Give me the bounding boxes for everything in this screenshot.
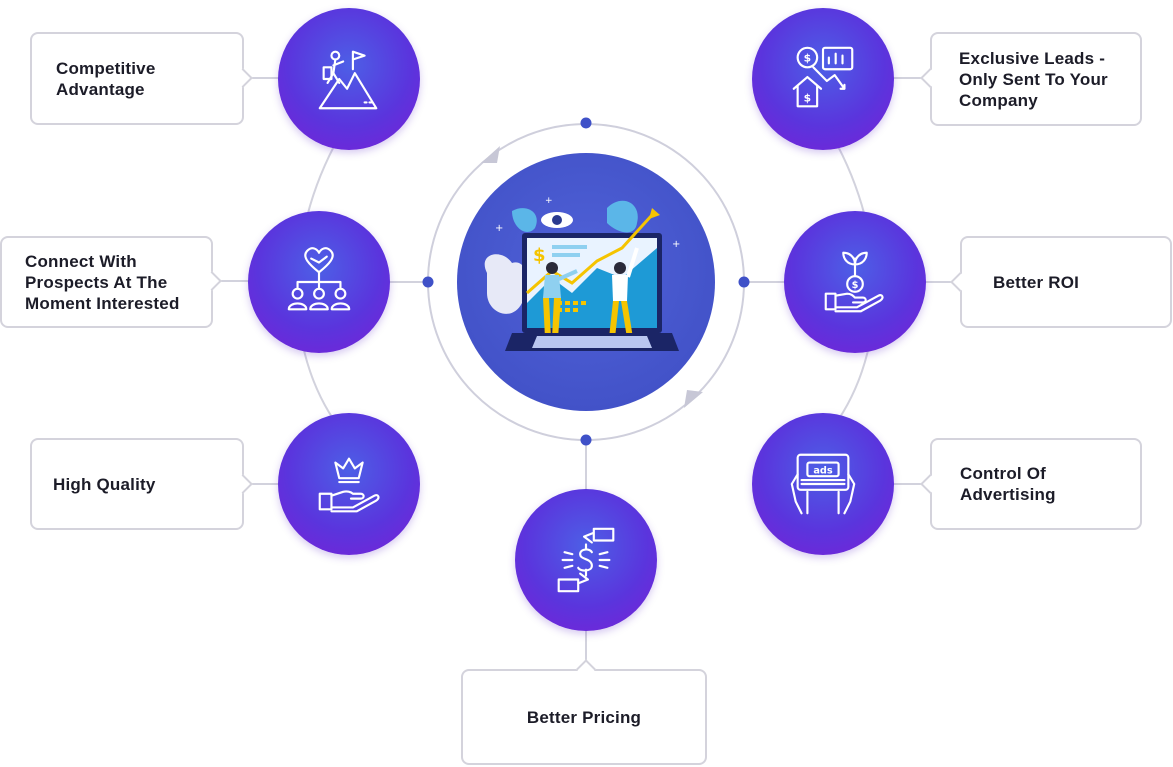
box-exclusive-leads: Exclusive Leads - Only Sent To Your Comp… <box>930 32 1142 126</box>
node-control-advertising: ads <box>752 413 894 555</box>
label-exclusive-leads: Exclusive Leads - Only Sent To Your Comp… <box>959 48 1108 110</box>
node-better-roi: $ <box>784 211 926 353</box>
svg-text:ads: ads <box>813 465 833 476</box>
heart-handshake-network-icon <box>287 247 351 311</box>
label-connect-prospects: Connect With Prospects At The Moment Int… <box>25 251 180 313</box>
svg-text:$: $ <box>804 51 811 64</box>
node-exclusive-leads: $ $ <box>752 8 894 150</box>
label-better-pricing: Better Pricing <box>526 707 642 727</box>
crown-hand-icon <box>318 457 380 513</box>
box-competitive-advantage: Competitive Advantage <box>30 32 244 125</box>
node-high-quality <box>278 413 420 555</box>
arrow-top-left-icon <box>481 146 500 163</box>
svg-text:$: $ <box>533 245 546 266</box>
dot-top <box>580 117 592 129</box>
svg-text:+: + <box>545 196 553 206</box>
label-competitive-advantage: Competitive Advantage <box>56 58 156 99</box>
svg-text:+: + <box>672 239 680 250</box>
plant-coin-hand-icon: $ <box>824 251 884 313</box>
dot-left <box>422 276 434 288</box>
node-connect-prospects <box>248 211 390 353</box>
svg-text:$: $ <box>852 280 859 291</box>
dot-right <box>738 276 750 288</box>
box-high-quality: High Quality <box>30 438 244 530</box>
svg-text:+: + <box>495 223 503 234</box>
box-control-advertising: Control Of Advertising <box>930 438 1142 530</box>
marketing-growth-illustration-icon: + + + $ <box>484 196 680 351</box>
box-better-pricing: Better Pricing <box>461 669 707 765</box>
center-illustration: + + + $ <box>457 153 715 411</box>
box-better-roi: Better ROI <box>960 236 1172 328</box>
svg-text:$: $ <box>804 91 811 104</box>
node-better-pricing <box>515 489 657 631</box>
box-connect-prospects: Connect With Prospects At The Moment Int… <box>0 236 213 328</box>
dot-bottom <box>580 434 592 446</box>
mountain-climber-flag-icon <box>318 50 378 110</box>
label-high-quality: High Quality <box>53 474 156 494</box>
node-competitive-advantage <box>278 8 420 150</box>
arrow-bottom-right-icon <box>684 390 703 408</box>
dollar-hands-exchange-icon <box>557 527 615 593</box>
label-control-advertising: Control Of Advertising <box>960 464 1056 504</box>
label-better-roi: Better ROI <box>993 272 1080 292</box>
ads-screen-hands-icon: ads <box>790 453 856 515</box>
dollar-chart-house-icon: $ $ <box>792 46 854 108</box>
